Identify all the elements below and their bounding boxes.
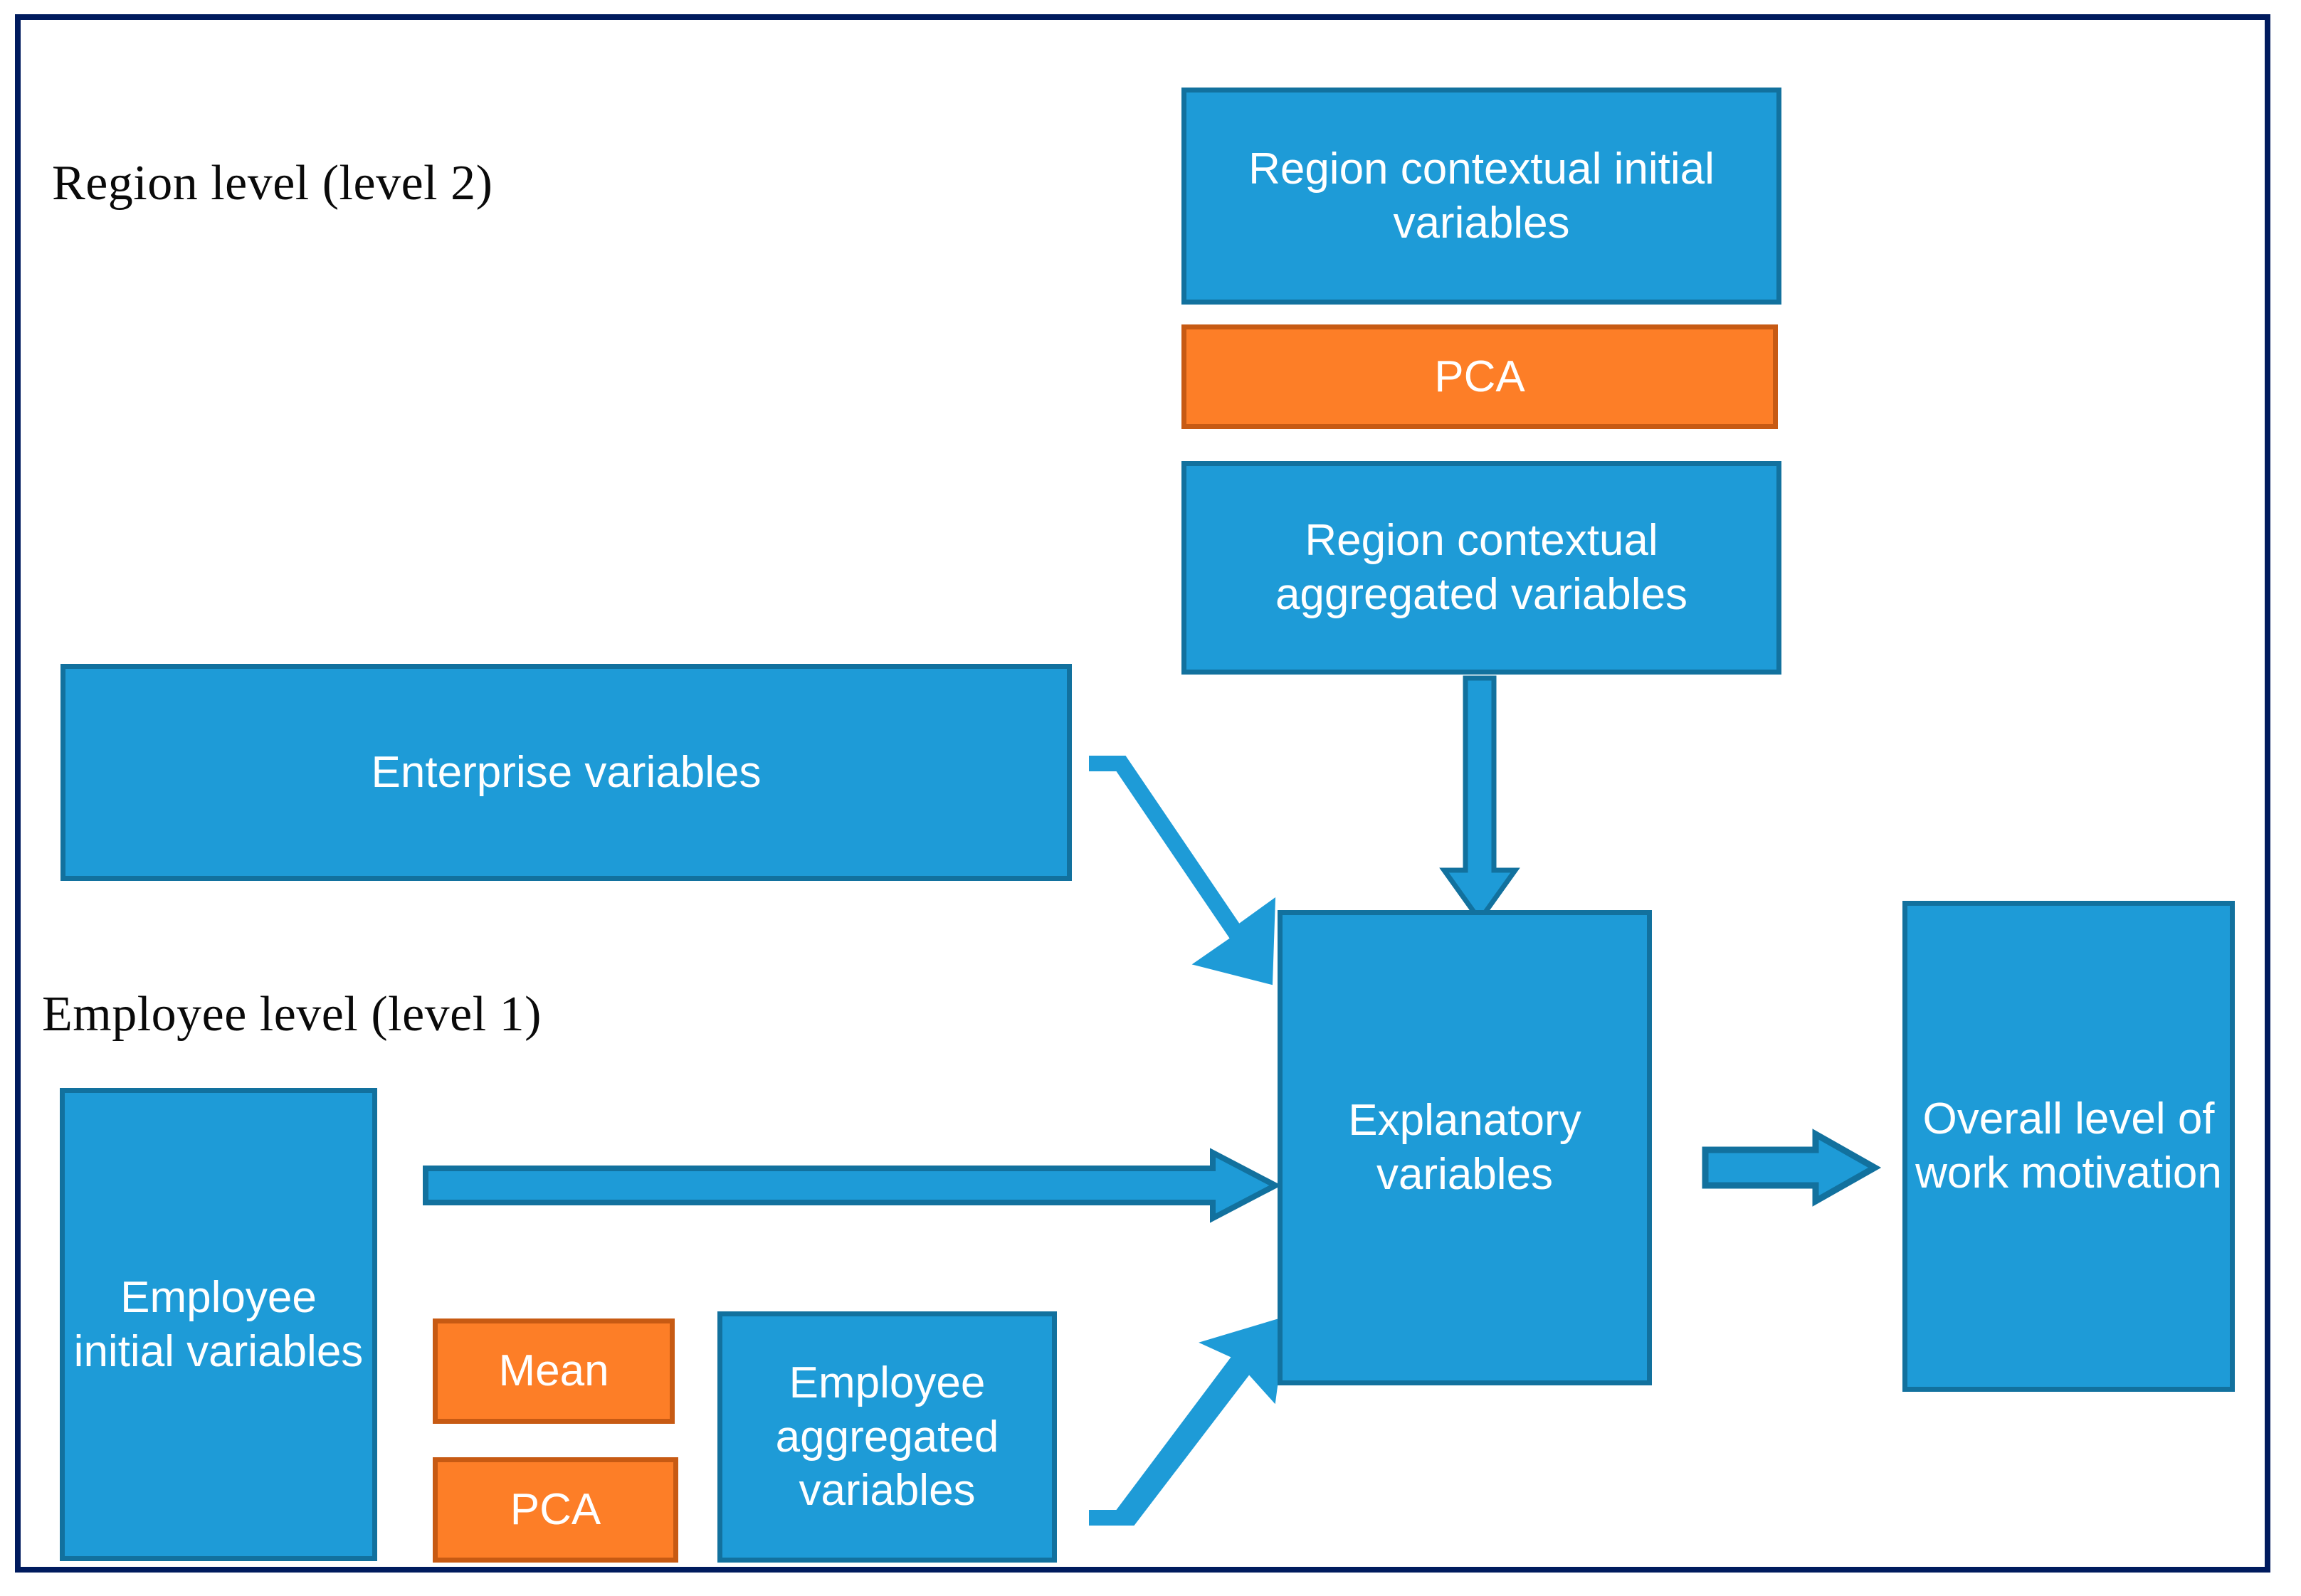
node-label: Overall level of work motivation	[1915, 1094, 2222, 1198]
node-enterprise-variables[interactable]: Enterprise variables	[60, 664, 1072, 881]
node-explanatory-variables[interactable]: Explanatory variables	[1278, 910, 1652, 1385]
arrow-employee-initial-to-explanatory	[423, 1148, 1282, 1223]
node-label: Region contextual aggregated variables	[1275, 516, 1688, 619]
node-overall-level-of-work-motivation[interactable]: Overall level of work motivation	[1902, 901, 2235, 1392]
node-label: Employee initial variables	[73, 1272, 364, 1376]
node-label: Employee aggregated variables	[775, 1358, 999, 1516]
node-region-pca[interactable]: PCA	[1181, 324, 1778, 429]
node-label: Mean	[498, 1346, 609, 1396]
diagram-frame: Region level (level 2) Employee level (l…	[15, 14, 2270, 1573]
arrow-enterprise-to-explanatory	[1089, 756, 1276, 985]
region-level-label: Region level (level 2)	[52, 156, 493, 211]
node-employee-mean[interactable]: Mean	[433, 1318, 675, 1424]
employee-level-label: Employee level (level 1)	[42, 987, 542, 1042]
arrow-region-aggregated-to-explanatory	[1439, 675, 1520, 925]
node-label: Enterprise variables	[371, 747, 762, 797]
node-region-contextual-aggregated-variables[interactable]: Region contextual aggregated variables	[1181, 461, 1781, 675]
node-employee-pca[interactable]: PCA	[433, 1457, 678, 1563]
arrow-employee-aggregated-to-explanatory	[1089, 1316, 1288, 1526]
node-label: Explanatory variables	[1348, 1096, 1581, 1199]
node-region-contextual-initial-variables[interactable]: Region contextual initial variables	[1181, 88, 1781, 305]
node-employee-aggregated-variables[interactable]: Employee aggregated variables	[717, 1311, 1057, 1563]
node-label: Region contextual initial variables	[1248, 144, 1715, 248]
arrow-explanatory-to-outcome	[1702, 1129, 1882, 1207]
node-label: PCA	[1434, 352, 1525, 401]
node-label: PCA	[510, 1485, 601, 1535]
node-employee-initial-variables[interactable]: Employee initial variables	[60, 1088, 377, 1561]
